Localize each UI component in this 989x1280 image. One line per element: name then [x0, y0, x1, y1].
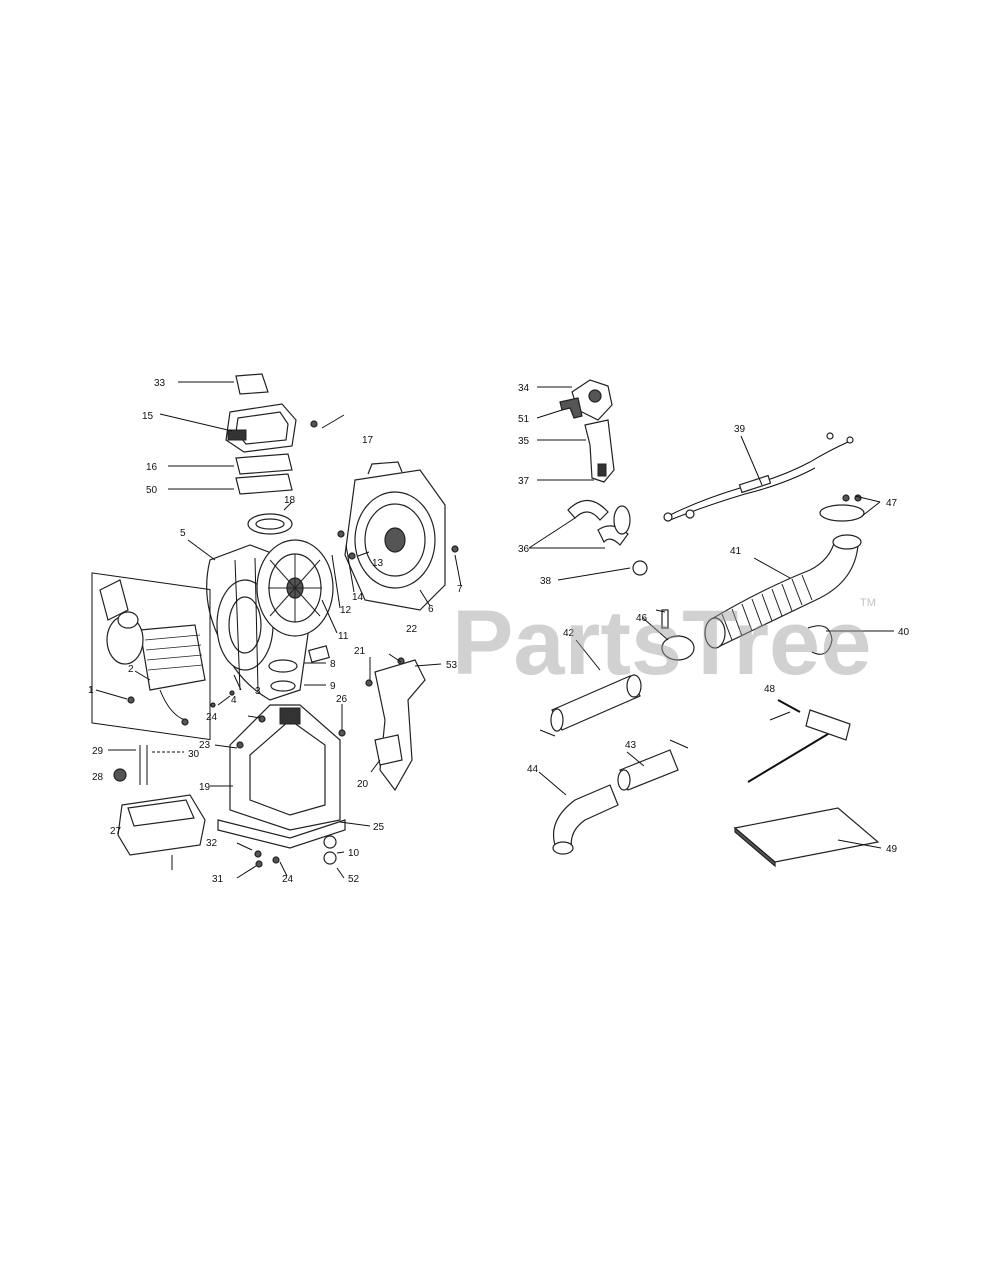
- callout-11: 11: [338, 631, 349, 642]
- callout-31: 31: [212, 874, 224, 885]
- callout-10: 10: [348, 848, 360, 859]
- part-53-bracket: [374, 659, 426, 792]
- callout-27: 27: [110, 826, 122, 837]
- callout-40: 40: [898, 627, 910, 638]
- callout-9: 9: [330, 681, 336, 692]
- part-39-cable: [667, 441, 849, 517]
- callout-14: 14: [352, 592, 364, 603]
- callout-22: 22: [406, 624, 418, 635]
- part-51-trigger: [559, 397, 583, 419]
- callout-17: 17: [362, 435, 374, 446]
- callout-4: 4: [231, 695, 237, 706]
- callout-34: 34: [518, 383, 530, 394]
- part-36-clamp: [567, 499, 609, 521]
- callout-15: 15: [142, 411, 154, 422]
- part-47-flange: [819, 504, 865, 522]
- part-49-manual: [733, 807, 880, 863]
- callout-21: 21: [354, 646, 366, 657]
- callout-37: 37: [518, 476, 530, 487]
- callout-28: 28: [92, 772, 104, 783]
- callout-29: 29: [92, 746, 104, 757]
- callout-53: 53: [446, 660, 458, 671]
- callout-25: 25: [373, 822, 385, 833]
- callout-12: 12: [340, 605, 352, 616]
- callout-48: 48: [764, 684, 776, 695]
- callout-47: 47: [886, 498, 898, 509]
- part-44-nozzle: [553, 784, 619, 851]
- callout-32: 32: [206, 838, 218, 849]
- part-48-wrench: [747, 727, 839, 783]
- callout-49: 49: [886, 844, 898, 855]
- callout-7: 7: [457, 584, 463, 595]
- callout-42: 42: [563, 628, 575, 639]
- callout-20: 20: [357, 779, 369, 790]
- watermark-text: PartsTree: [452, 592, 871, 694]
- part-40-clip: [807, 625, 833, 655]
- left-assembly: [91, 373, 459, 868]
- callout-19: 19: [199, 782, 211, 793]
- callout-36: 36: [518, 544, 530, 555]
- callout-13: 13: [372, 558, 384, 569]
- part-35-handle-grip: [584, 419, 615, 483]
- callout-23: 23: [199, 740, 211, 751]
- callout-2: 2: [128, 664, 134, 675]
- watermark-tm: TM: [860, 597, 876, 609]
- callout-24b: 24: [282, 874, 294, 885]
- callout-46: 46: [636, 613, 648, 624]
- callout-50: 50: [146, 485, 158, 496]
- callout-26: 26: [336, 694, 348, 705]
- callout-51: 51: [518, 414, 530, 425]
- callout-43: 43: [625, 740, 637, 751]
- callout-44: 44: [527, 764, 539, 775]
- callout-30: 30: [188, 749, 200, 760]
- callout-18: 18: [284, 495, 296, 506]
- part-16-filter: [235, 453, 293, 475]
- callout-33: 33: [154, 378, 166, 389]
- callout-24a: 24: [206, 712, 218, 723]
- callout-38: 38: [540, 576, 552, 587]
- callout-lines: [95, 381, 894, 879]
- callout-41: 41: [730, 546, 742, 557]
- part-46-hose-clamp: [661, 635, 695, 661]
- callout-1: 1: [88, 685, 94, 696]
- callout-3: 3: [255, 686, 261, 697]
- callout-8: 8: [330, 659, 336, 670]
- right-assembly: [539, 379, 880, 868]
- callout-35: 35: [518, 436, 530, 447]
- callout-6: 6: [428, 604, 434, 615]
- part-50-filter-pad: [235, 473, 293, 495]
- callout-39: 39: [734, 424, 746, 435]
- watermark: PartsTree TM: [452, 592, 876, 694]
- callout-numbers: 33 15 17 16 50 18 5 13 7 6 14 12 11 2 1 …: [88, 378, 910, 885]
- callout-52: 52: [348, 874, 360, 885]
- callout-5: 5: [180, 528, 186, 539]
- part-33-label-plate: [235, 373, 269, 395]
- callout-16: 16: [146, 462, 158, 473]
- part-38-knob: [632, 560, 648, 576]
